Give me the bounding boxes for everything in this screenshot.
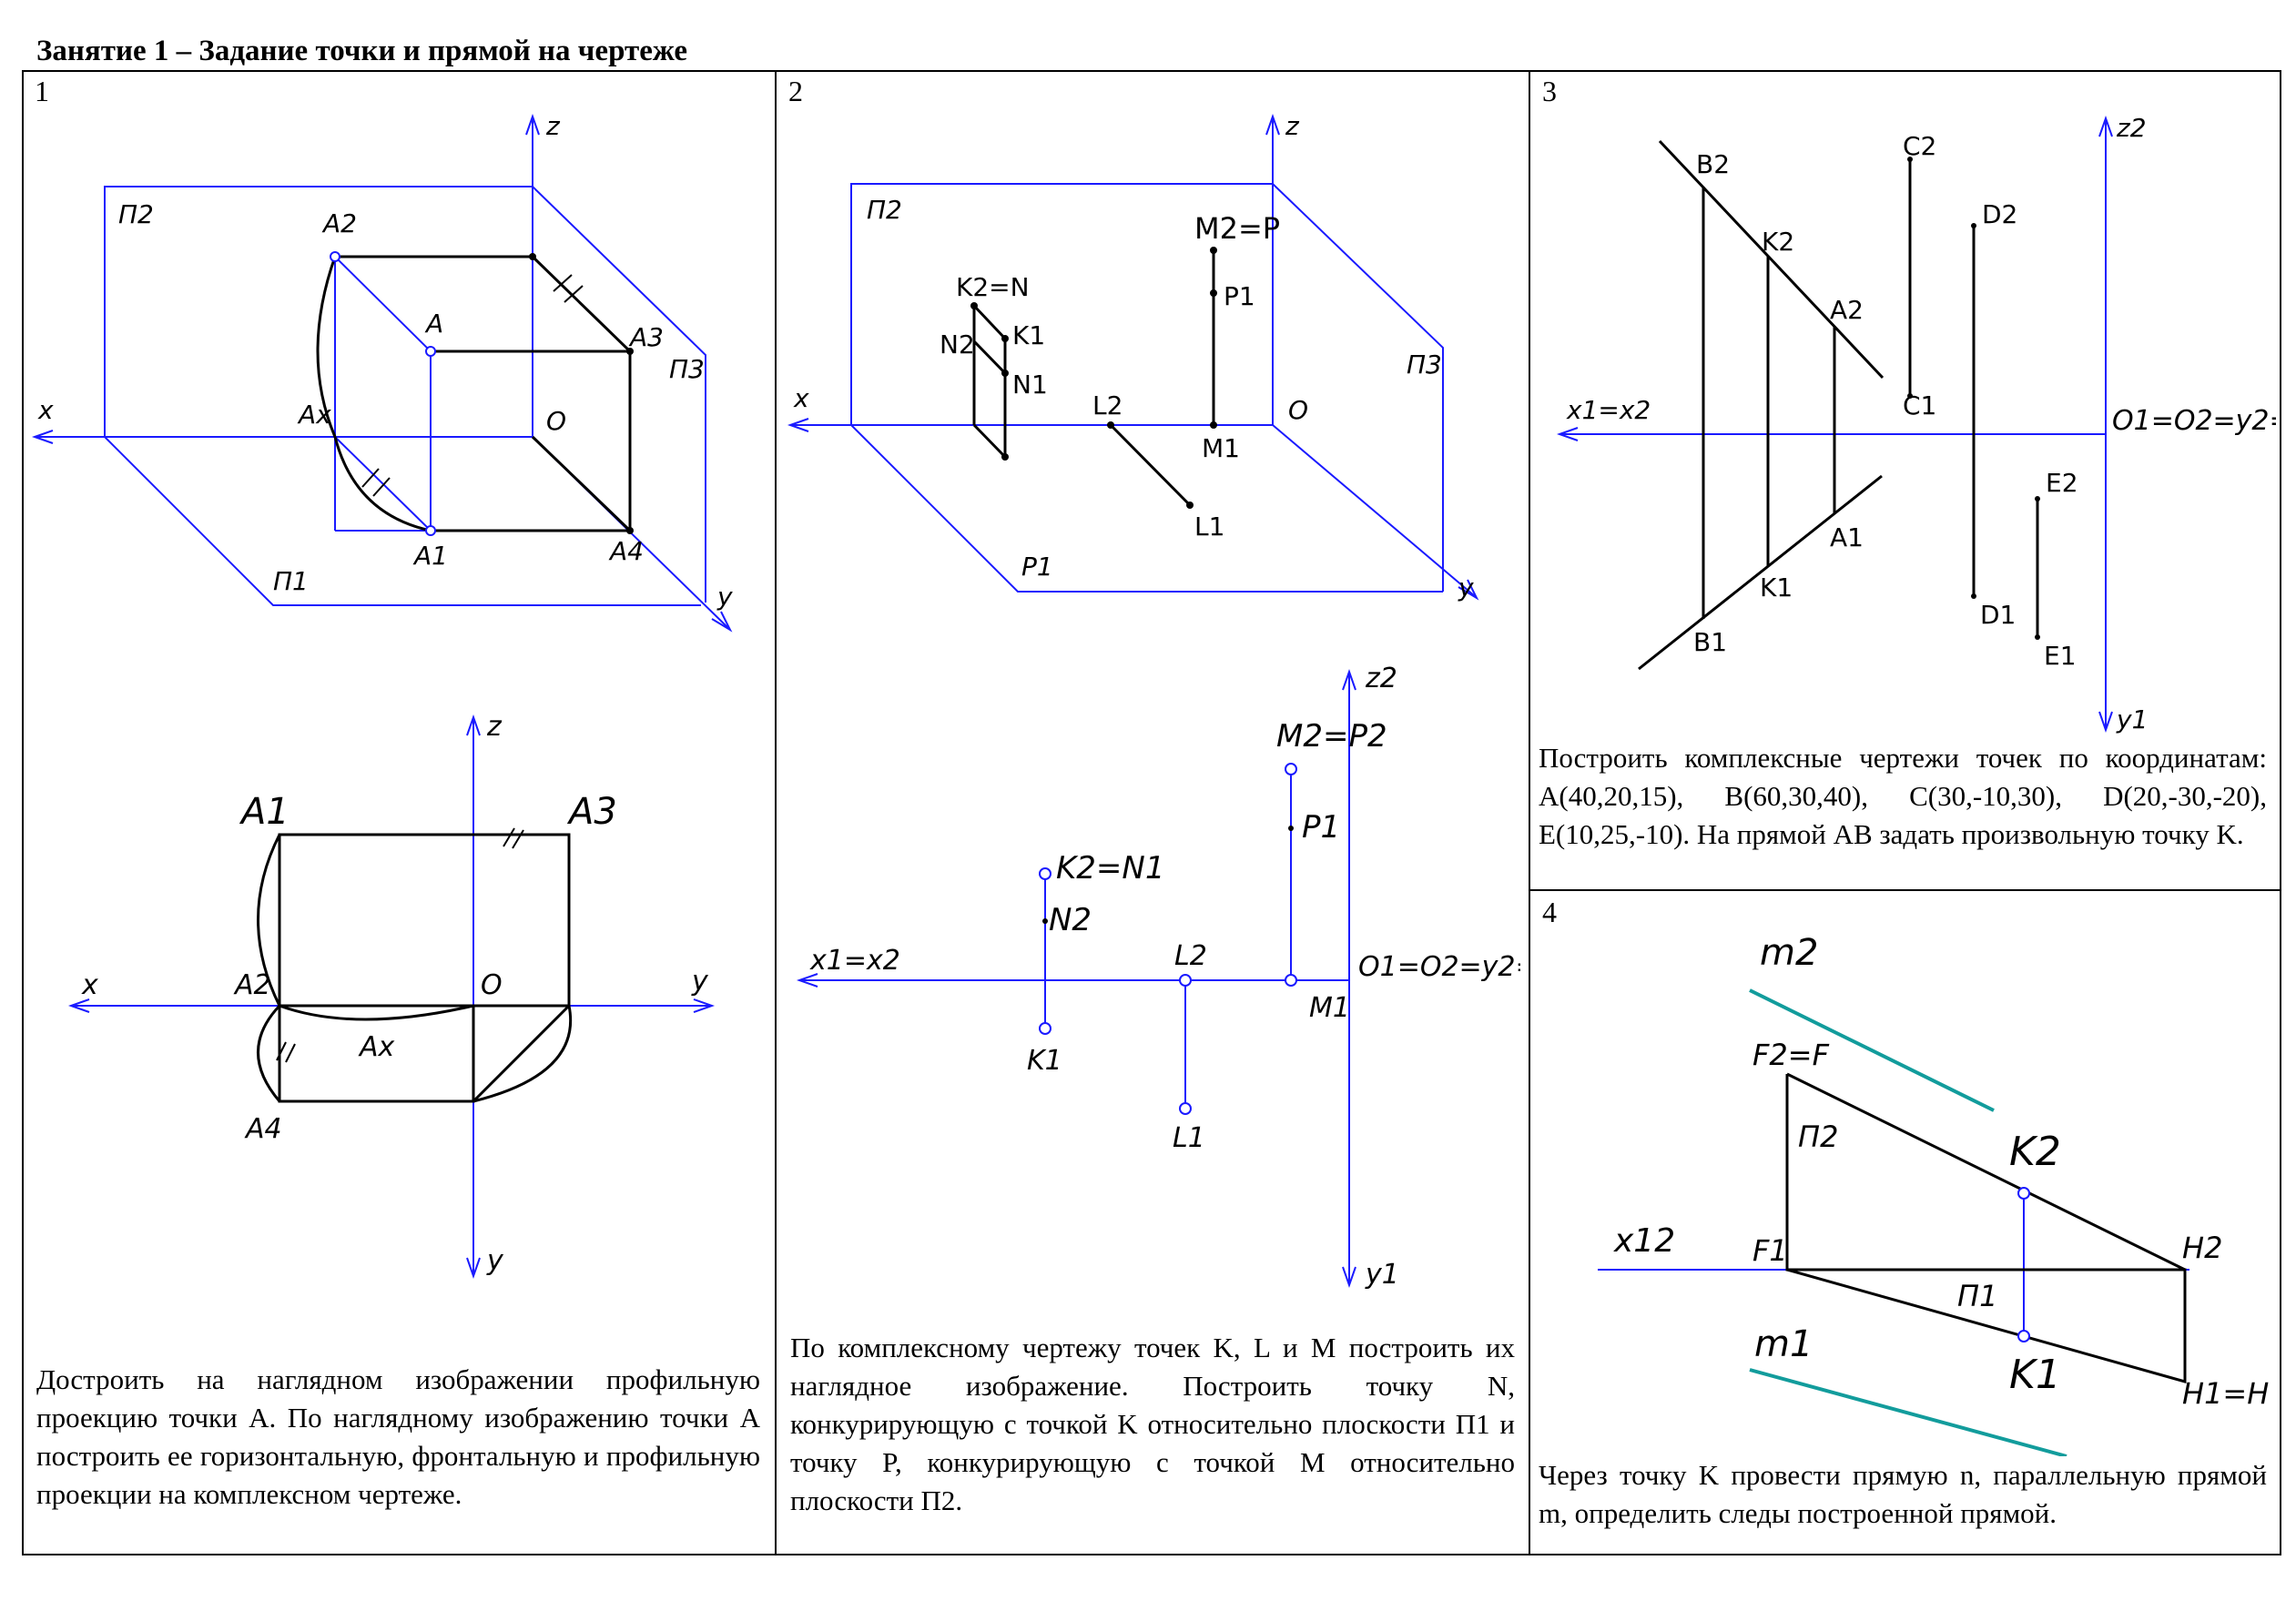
label-d2: D2 — [1982, 199, 2017, 229]
panel-2-task: По комплексному чертежу точек K, L и M п… — [790, 1332, 1515, 1516]
label-h1h: H1=H — [2182, 1376, 2269, 1411]
label-k2n: K2=N — [956, 272, 1030, 302]
label-m1: M1 — [1309, 992, 1350, 1024]
panel-1-complex-drawing: z x y y O A1 A3 A2 Ax A4 — [67, 711, 716, 1280]
label-a1: A1 — [239, 791, 290, 833]
label-plane-p1: П1 — [1957, 1279, 1997, 1313]
label-a1: A1 — [1830, 522, 1864, 552]
label-ax: Ax — [297, 400, 331, 430]
label-k1: K1 — [2009, 1352, 2061, 1398]
label-plane-p3: П3 — [669, 354, 705, 384]
label-x: x — [793, 383, 809, 413]
label-ax: Ax — [358, 1031, 395, 1063]
label-b2: B2 — [1696, 149, 1730, 179]
label-z2: z2 — [2116, 113, 2147, 143]
panel-2-complex-drawing: z2 y1 x1=x2 O1=O2=y2=z1 M2=P2 P1 K2=N1 N… — [796, 663, 1520, 1291]
label-l2: L2 — [1092, 390, 1123, 420]
panel-2-axonometric: z x y П2 П3 P1 O K2=N N2 K1 N1 M2=P P1 L… — [787, 111, 1479, 603]
label-origin: O — [1288, 395, 1308, 425]
label-y-down: y — [486, 1245, 504, 1277]
label-m2: m2 — [1760, 932, 1818, 974]
label-m1: m1 — [1754, 1323, 1813, 1365]
panel-4-number: 4 — [1542, 896, 1557, 928]
label-x: x — [81, 969, 98, 1001]
label-x1x2: x1=x2 — [809, 945, 900, 977]
panel-1-axonometric: z x y П2 П3 П1 O A A2 Ax A3 A1 A4 — [31, 111, 733, 633]
panel-2-number: 2 — [788, 75, 803, 107]
label-origin: O — [481, 969, 503, 1001]
label-y1: y1 — [2116, 704, 2148, 735]
label-e2: E2 — [2046, 468, 2078, 498]
label-f2f: F2=F — [1752, 1038, 1830, 1072]
label-d1: D1 — [1980, 600, 2016, 630]
label-z: z — [486, 711, 503, 743]
label-y1: y1 — [1365, 1259, 1399, 1291]
label-l1: L1 — [1194, 512, 1224, 542]
label-y: y — [716, 582, 733, 612]
page-title: Занятие 1 – Задание точки и прямой на че… — [36, 35, 687, 67]
label-m1: M1 — [1202, 433, 1240, 463]
label-n2: N2 — [940, 329, 975, 360]
label-a: A — [424, 309, 443, 339]
label-a2: A2 — [1830, 295, 1864, 325]
label-plane-p1: П1 — [273, 566, 309, 596]
panel-1-task: Достроить на наглядном изображении профи… — [36, 1363, 760, 1510]
label-b1: B1 — [1693, 627, 1727, 657]
label-x: x — [37, 395, 54, 425]
label-origin: O1=O2=y2=z1 — [2112, 405, 2276, 437]
label-x12: x12 — [1613, 1222, 1675, 1260]
panel-1-number: 1 — [35, 75, 49, 107]
label-plane-p2: П2 — [118, 199, 154, 229]
label-a3: A3 — [628, 322, 664, 352]
label-m2p2: M2=P2 — [1276, 718, 1387, 755]
label-p1: P1 — [1224, 281, 1255, 311]
label-a2: A2 — [321, 208, 357, 238]
label-a1: A1 — [412, 541, 448, 571]
label-a4: A4 — [608, 536, 644, 566]
panel-4-task: Через точку K провести прямую n, паралле… — [1539, 1459, 2267, 1529]
label-z2: z2 — [1365, 663, 1397, 694]
label-p1: P1 — [1302, 809, 1340, 846]
label-z: z — [545, 111, 561, 141]
label-e1: E1 — [2044, 641, 2077, 671]
panel-3-number: 3 — [1542, 75, 1557, 107]
label-k1: K1 — [1012, 320, 1045, 350]
panel-3-task: Построить комплексные чертежи точек по к… — [1539, 742, 2267, 850]
label-k1: K1 — [1027, 1045, 1062, 1077]
label-a2: A2 — [233, 969, 271, 1001]
label-plane-p2: П2 — [867, 195, 902, 225]
label-m2p: M2=P — [1194, 211, 1280, 246]
label-plane-p3: П3 — [1407, 350, 1442, 380]
label-k2: K2 — [1762, 227, 1794, 257]
label-l1: L1 — [1173, 1122, 1205, 1154]
label-z: z — [1285, 111, 1300, 141]
label-x1x2: x1=x2 — [1566, 395, 1651, 425]
label-origin: O1=O2=y2=z1 — [1358, 951, 1520, 983]
label-h2: H2 — [2182, 1231, 2222, 1265]
label-f1: F1 — [1752, 1233, 1788, 1268]
label-a3: A3 — [566, 791, 617, 833]
label-k2n1: K2=N1 — [1056, 850, 1164, 887]
label-plane-p1: P1 — [1021, 552, 1053, 582]
label-a4: A4 — [244, 1113, 282, 1145]
label-origin: O — [546, 406, 566, 436]
label-l2: L2 — [1174, 940, 1207, 972]
label-plane-p2: П2 — [1798, 1120, 1838, 1154]
panel-3-complex-drawing: z2 y1 x1=x2 O1=O2=y2=z1 B2 K2 A2 C2 C1 D… — [1556, 113, 2276, 735]
label-y-right: y — [691, 966, 709, 998]
label-c1: C1 — [1903, 390, 1936, 420]
label-k1: K1 — [1760, 572, 1793, 603]
label-y: y — [1458, 572, 1474, 603]
label-n1: N1 — [1012, 370, 1048, 400]
panel-4-complex-drawing: m2 F2=F П2 K2 x12 F1 H2 П1 m1 K1 H1=H — [1598, 932, 2269, 1456]
label-c2: C2 — [1903, 131, 1936, 161]
label-n2: N2 — [1049, 902, 1092, 938]
label-k2: K2 — [2009, 1129, 2061, 1175]
